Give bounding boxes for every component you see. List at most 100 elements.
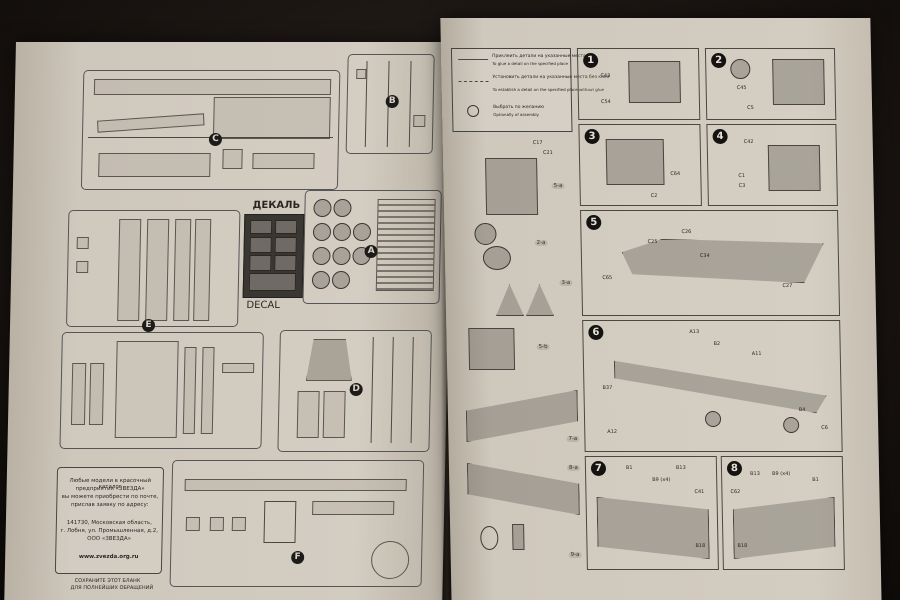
legend-text: Выбрать по желанию — [493, 105, 545, 110]
wheel-part — [704, 411, 722, 427]
part-label: C64 — [670, 171, 681, 177]
legend-optional-icon — [467, 105, 480, 117]
part-label: C2 — [650, 193, 658, 199]
sprue-part — [145, 219, 170, 321]
sprue-part — [185, 517, 201, 531]
sprue-part — [322, 391, 346, 438]
sprue-part — [76, 237, 89, 249]
decal-item — [274, 220, 298, 234]
footer-line-1: СОХРАНИТЕ ЭТОТ БЛАНК — [74, 578, 141, 584]
decal-sheet — [242, 214, 305, 298]
wheel-part — [312, 247, 331, 265]
part-label: A13 — [689, 329, 700, 335]
part-label: C5 — [747, 105, 754, 111]
part-label: B9 (x4) — [652, 477, 671, 483]
info-line: www.zvezda.org.ru — [78, 554, 139, 560]
sub-assembly-2a — [482, 246, 512, 270]
assembly-step-1: 1 C43 C54 — [576, 48, 701, 120]
part-label: C54 — [600, 99, 611, 105]
part-label: C3 — [738, 183, 746, 189]
step-label: 7-a — [566, 436, 580, 442]
sprue-part — [413, 115, 426, 127]
sprue-runner — [370, 337, 374, 443]
sprue-part — [222, 363, 255, 373]
part-label: C43 — [600, 73, 611, 79]
sprue-part — [184, 479, 407, 491]
sprue-c-frame: C — [80, 70, 341, 190]
part-label: C21 — [542, 150, 553, 156]
sprue-part — [356, 69, 367, 79]
part-label: C25 — [647, 239, 658, 245]
part-label: C6 — [821, 425, 828, 431]
decal-item — [249, 220, 273, 234]
wheel-part — [332, 223, 352, 241]
engine-part — [605, 139, 665, 185]
part-label: B13 — [675, 465, 686, 471]
wheel-part — [333, 199, 352, 217]
hull-side-part — [597, 497, 710, 559]
part-label: B18 — [695, 543, 706, 549]
step-number: 3 — [584, 129, 600, 144]
sprue-part — [200, 347, 215, 434]
sprue-part — [370, 541, 410, 579]
part-label: B4 — [798, 407, 806, 413]
part-label: B2 — [713, 341, 721, 347]
legend-subtext: To glue a detail on the specified place — [492, 61, 568, 66]
sprue-runner — [410, 337, 414, 443]
step-label: 8-a — [566, 465, 580, 471]
part-label: C26 — [681, 229, 692, 235]
info-line: прислав заявку по адресу: — [70, 502, 149, 508]
sprue-part — [193, 219, 212, 321]
wheel-part — [782, 417, 800, 433]
legend-text: Приклеить детали на указанные места — [492, 54, 586, 59]
wheel-part — [332, 247, 351, 265]
legend-subtext: Optionally of assembly — [493, 112, 540, 117]
sprue-part — [209, 517, 225, 531]
part-label: B13 — [750, 471, 760, 477]
step-label: 2-a — [534, 240, 548, 246]
sprue-part — [222, 149, 243, 169]
part-label: C41 — [694, 489, 705, 495]
sprue-part — [76, 261, 89, 273]
sub-assembly-5b — [468, 328, 516, 370]
assembly-step-6: 6 A13 B2 A11 B4 C6 B37 A12 — [582, 320, 843, 452]
sprue-runner — [390, 337, 394, 443]
sprue-a-frame: A — [302, 190, 442, 304]
part-label: B9 (x4) — [772, 471, 791, 477]
decal-item — [249, 237, 272, 253]
sprue-b-frame: B — [345, 54, 435, 154]
sprue-part — [98, 153, 211, 177]
legend-arrow — [458, 81, 489, 82]
engine-part — [767, 145, 821, 191]
sprue-part — [312, 501, 395, 515]
sprue-part — [252, 153, 315, 169]
part-label: C17 — [532, 140, 543, 146]
decal-item — [274, 255, 297, 271]
part-label: C45 — [736, 85, 747, 91]
sprue-part — [296, 391, 320, 438]
sub-assembly-9a — [512, 524, 525, 550]
sprue-part — [93, 79, 332, 95]
sprue-e2-frame — [59, 332, 264, 449]
step-number: 2 — [711, 53, 727, 68]
part-label: C1 — [738, 173, 746, 179]
sprue-part — [182, 347, 197, 434]
part-label: B37 — [602, 385, 613, 391]
assembly-step-2: 2 C45 C5 — [704, 48, 837, 120]
sprue-part — [306, 339, 353, 381]
engine-part — [772, 59, 826, 105]
info-line: ООО «ЗВЕЗДА» — [87, 536, 132, 542]
decal-item — [274, 237, 297, 253]
part-label: C27 — [782, 283, 793, 289]
assembly-step-5: 5 C25 C26 C34 C27 C65 — [580, 210, 841, 316]
legend-arrow — [458, 59, 489, 60]
assembly-step-7: 7 B1 B13 B9 (x4) C41 B18 — [584, 456, 719, 570]
hull-side-part — [733, 497, 836, 559]
sprue-letter-e: E — [141, 319, 156, 332]
part-label: B18 — [737, 543, 748, 549]
sprue-part — [231, 517, 247, 531]
step-number: 4 — [712, 129, 728, 144]
decal-title: ДЕКАЛЬ — [252, 200, 301, 211]
step-label: 5-a — [551, 183, 565, 189]
wheel-part — [331, 271, 351, 289]
